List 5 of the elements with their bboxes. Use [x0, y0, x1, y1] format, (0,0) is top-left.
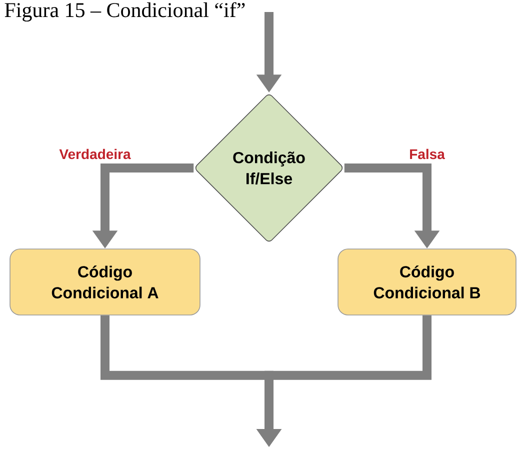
edge-label: Verdadeira: [59, 148, 131, 160]
edge-label: Falsa: [410, 148, 445, 160]
figure-title: Figura 15 – Condicional “if”: [4, 2, 245, 22]
process-box: Código Condicional A: [10, 248, 200, 316]
process-box: Código Condicional B: [338, 248, 516, 316]
